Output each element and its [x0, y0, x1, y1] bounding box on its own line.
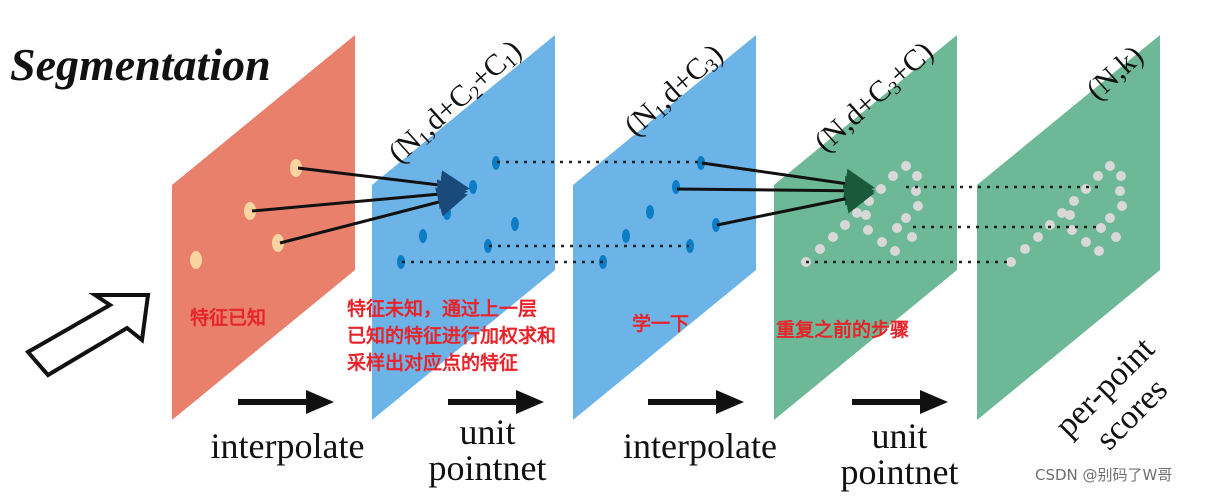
plane-red-known-features — [172, 35, 355, 420]
input-hollow-arrow — [24, 293, 151, 378]
op-label-unit-pointnet-2: unit pointnet — [840, 416, 959, 492]
note-learn: 学一下 — [632, 313, 690, 335]
note-known-features: 特征已知 — [190, 307, 267, 329]
interpolation-arrows-stage1 — [251, 166, 470, 245]
operation-arrows — [238, 390, 948, 414]
plane-blue-interpolated — [372, 35, 555, 420]
op-label-interpolate-1: interpolate — [210, 426, 365, 466]
red-plane-points — [190, 159, 302, 269]
op-label-interpolate-2: interpolate — [623, 426, 777, 466]
csdn-watermark: CSDN @别码了W哥 — [1035, 466, 1173, 484]
dotted-correspondence-lines — [402, 160, 1102, 264]
green2-plane-points — [1006, 161, 1127, 267]
page-title: Segmentation — [10, 39, 271, 90]
blue2-plane-points — [599, 156, 720, 269]
plane-blue-unit-pointnet — [573, 35, 756, 420]
note-weighted-interpolation: 特征未知，通过上一层 已知的特征进行加权求和 采样出对应点的特征 — [347, 298, 557, 374]
interpolation-arrows-stage2 — [676, 161, 875, 227]
op-label-unit-pointnet-1: unit pointnet — [428, 412, 547, 488]
note-repeat: 重复之前的步骤 — [776, 319, 910, 341]
